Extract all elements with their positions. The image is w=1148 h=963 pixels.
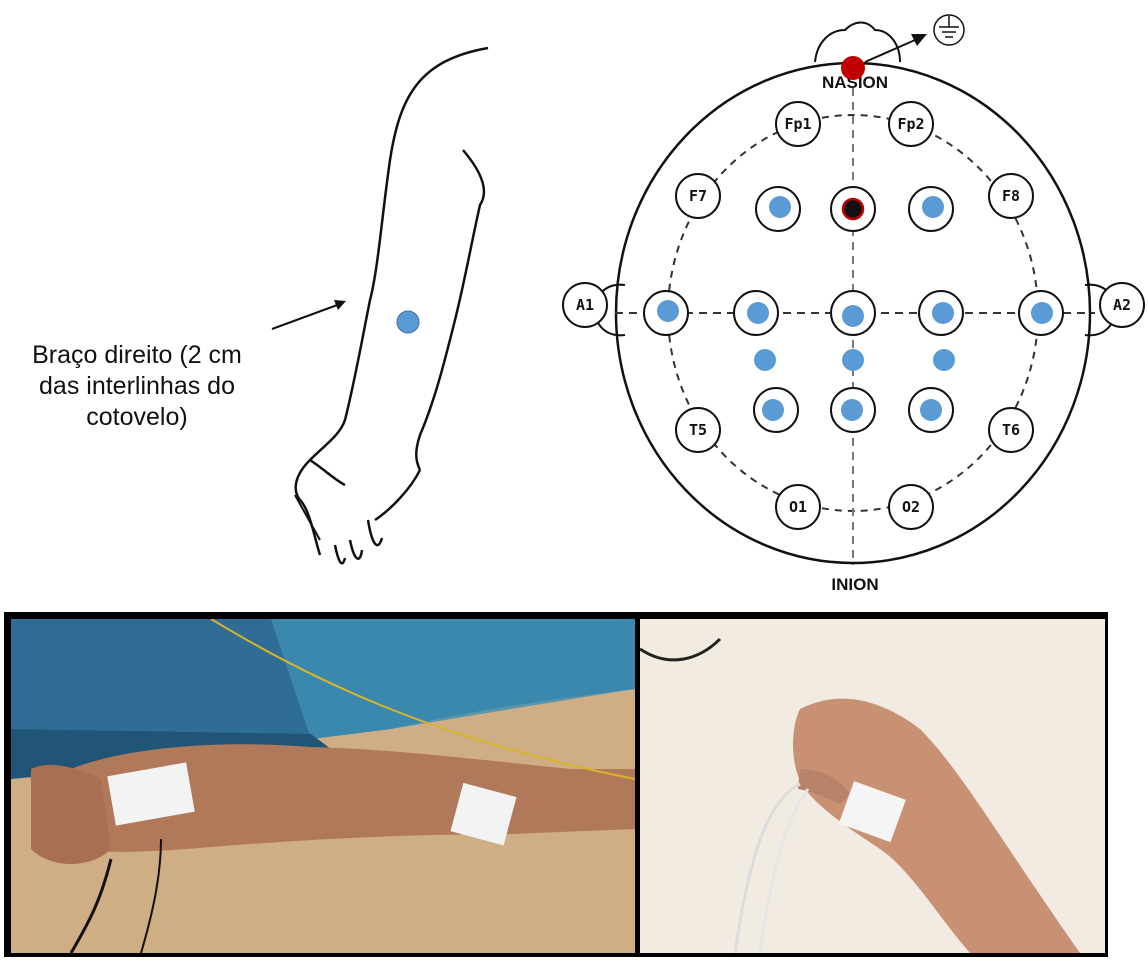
electrode-t6: T6: [989, 408, 1033, 452]
nose-outline: [815, 23, 900, 63]
arm-caption-line-3: cotovelo): [4, 402, 270, 433]
electrode-p4: [909, 388, 953, 432]
electrode-label: O1: [789, 498, 807, 516]
electrode-fp1: Fp1: [776, 102, 820, 146]
arm-caption-line-2: das interlinhas do: [4, 371, 270, 402]
electrode-f4: [909, 187, 953, 231]
electrode-label: T5: [689, 421, 707, 439]
ground-icon: [934, 15, 964, 45]
electrode-label: A2: [1113, 296, 1131, 314]
electrode-a2: A2: [1100, 283, 1144, 327]
electrode-t3: [644, 291, 688, 335]
electrode-label: O2: [902, 498, 920, 516]
electrode-cp3: [754, 349, 776, 371]
electrode-c3: [734, 291, 778, 335]
electrode-f8: F8: [989, 174, 1033, 218]
electrode-label: T6: [1002, 421, 1020, 439]
electrode-f7: F7: [676, 174, 720, 218]
electrode-cp4: [933, 349, 955, 371]
electrode-label: A1: [576, 296, 594, 314]
photo-arm-illustration: [11, 619, 635, 953]
electrode-cz: [831, 291, 875, 335]
electrode-o1: O1: [776, 485, 820, 529]
electrode-t5: T5: [676, 408, 720, 452]
electrode-c4: [919, 291, 963, 335]
photo-hand-electrode: [640, 619, 1105, 953]
photo-frame: [4, 612, 1108, 957]
electrode-label: F8: [1002, 187, 1020, 205]
electrode-pz: [831, 388, 875, 432]
eeg-electrode-map: Fp1 Fp2 F7 F8 A1 A2 T5 T6 O1 O2 NASION I…: [555, 0, 1145, 600]
arm-caption-line-1: Braço direito (2 cm: [4, 340, 270, 371]
ground-arrow: [865, 40, 915, 62]
photo-arm-electrodes: [11, 619, 635, 953]
electrode-fp2: Fp2: [889, 102, 933, 146]
arm-electrode: [397, 311, 419, 333]
arm-caption: Braço direito (2 cm das interlinhas do c…: [4, 340, 270, 433]
electrode-cpz: [842, 349, 864, 371]
photo-hand-illustration: [640, 619, 1105, 953]
electrode-o2: O2: [889, 485, 933, 529]
ground-electrode: [841, 56, 865, 80]
electrode-fz: [831, 187, 875, 231]
electrode-label: F7: [689, 187, 707, 205]
electrode-f3: [756, 187, 800, 231]
arm-pointer-arrow: [270, 295, 350, 335]
electrode-label: Fp2: [897, 115, 924, 133]
electrode-p3: [754, 388, 798, 432]
electrode-t4: [1019, 291, 1063, 335]
inion-label: INION: [831, 575, 878, 594]
electrode-a1: A1: [563, 283, 607, 327]
electrode-label: Fp1: [784, 115, 811, 133]
